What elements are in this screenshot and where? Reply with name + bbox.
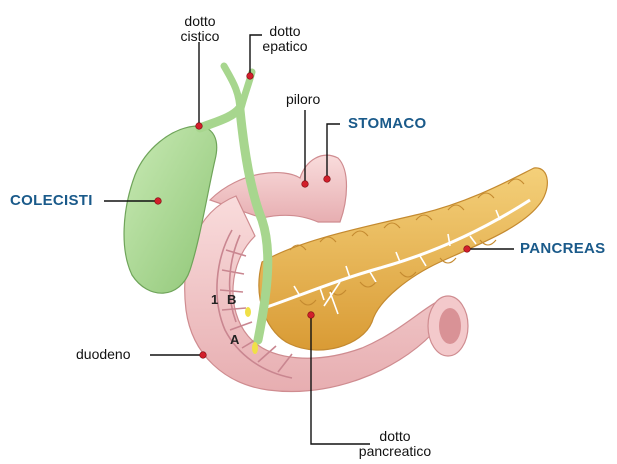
- dot-duodeno: [199, 351, 207, 359]
- dot-pancreas: [463, 245, 471, 253]
- letter-a: A: [230, 332, 240, 347]
- pancreas-lobules: [289, 178, 525, 306]
- label-pancreas: PANCREAS: [520, 240, 606, 257]
- papilla-a: [252, 342, 258, 354]
- gallbladder-shape: [123, 125, 218, 294]
- label-stomaco: STOMACO: [348, 115, 427, 132]
- common-bile-duct-shape: [235, 105, 273, 345]
- label-duodeno: duodeno: [76, 346, 131, 362]
- label-dotto-epatico-line1: dotto: [269, 23, 301, 39]
- hepatic-duct-shape: [220, 62, 256, 116]
- label-dotto-epatico: dotto epatico: [254, 24, 316, 54]
- dot-piloro: [301, 180, 309, 188]
- dot-dotto-pancreatico: [307, 311, 315, 319]
- label-dotto-cistico: dotto cistico: [170, 14, 230, 44]
- pancreas-shape: [258, 167, 548, 351]
- label-dotto-pancreatico-line2: pancreatico: [358, 443, 432, 459]
- pancreatic-duct-shape: [251, 198, 531, 314]
- label-dotto-pancreatico-line1: dotto: [379, 428, 411, 444]
- marker-dots: [154, 72, 471, 359]
- leader-dotto-pancreatico: [310, 315, 370, 445]
- duodenum-folds: [216, 229, 293, 379]
- label-colecisti: COLECISTI: [10, 192, 93, 209]
- papilla-b: [245, 307, 251, 317]
- label-piloro: piloro: [286, 91, 321, 107]
- cystic-duct-shape: [195, 103, 245, 133]
- leader-dotto-epatico: [249, 34, 262, 76]
- dot-stomaco: [323, 175, 331, 183]
- duodenum-lumen: [439, 308, 461, 344]
- leader-stomaco: [326, 123, 340, 179]
- letter-one: 1: [211, 292, 219, 307]
- leader-lines: [104, 34, 514, 445]
- dot-dotto-epatico: [246, 72, 254, 80]
- pancreatic-duct-branches: [293, 209, 501, 315]
- label-dotto-epatico-line2: epatico: [262, 38, 308, 54]
- label-dotto-pancreatico: dotto pancreatico: [346, 429, 444, 459]
- dot-colecisti: [154, 197, 162, 205]
- stomach-shape: [208, 154, 348, 223]
- dot-dotto-cistico: [195, 122, 203, 130]
- label-dotto-cistico-line1: dotto: [184, 13, 216, 29]
- letter-b: B: [227, 292, 237, 307]
- label-dotto-cistico-line2: cistico: [180, 28, 220, 44]
